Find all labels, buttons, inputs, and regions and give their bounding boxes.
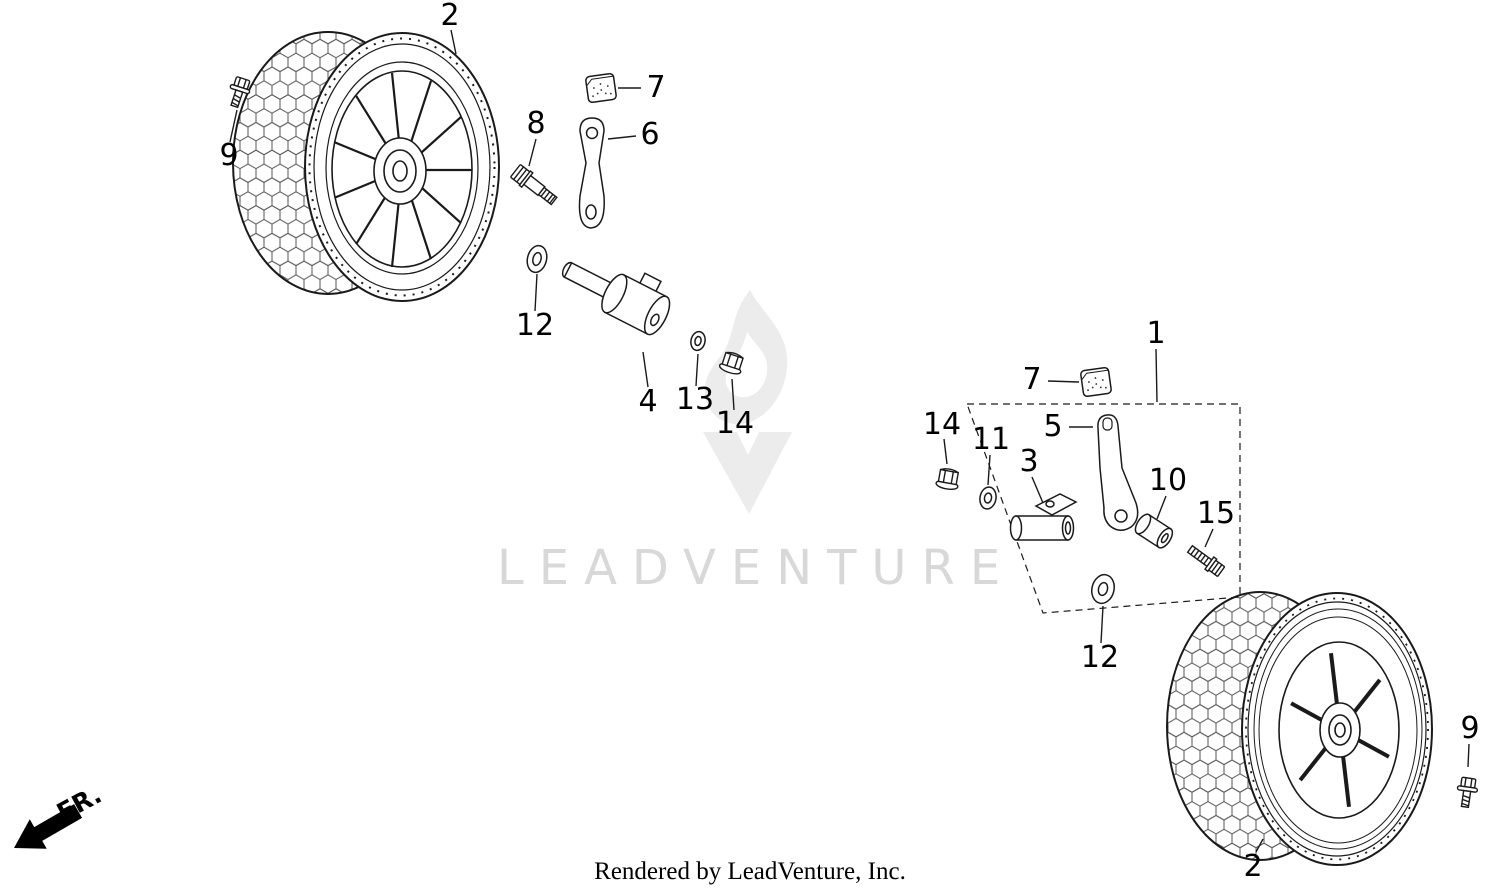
- part-label-1[interactable]: 1: [1146, 316, 1166, 351]
- part-label-12-rear[interactable]: 12: [1080, 640, 1120, 675]
- part-label-13[interactable]: 13: [675, 382, 715, 417]
- part-14-nut-rear: [934, 466, 962, 492]
- part-7-pad-rear: [1079, 366, 1113, 398]
- part-label-11[interactable]: 11: [971, 422, 1011, 457]
- part-label-9-front-bolt[interactable]: 9: [219, 138, 239, 173]
- part-label-14-front[interactable]: 14: [715, 406, 755, 441]
- part-label-6[interactable]: 6: [640, 117, 660, 152]
- part-13-washer: [690, 330, 706, 352]
- part-label-10[interactable]: 10: [1148, 463, 1188, 498]
- rear-wheel-hub: [1319, 702, 1361, 758]
- footer-credit: Rendered by LeadVenture, Inc.: [594, 858, 906, 885]
- front-wheel-part-2: [232, 31, 500, 302]
- part-4-pivot-housing: [561, 261, 671, 336]
- part-label-8[interactable]: 8: [526, 106, 546, 141]
- part-7-pad-front: [584, 72, 618, 104]
- part-label-7-rear-pad[interactable]: 7: [1022, 362, 1042, 397]
- part-label-3[interactable]: 3: [1019, 444, 1039, 479]
- part-1-assembly-boundary: [966, 403, 1241, 614]
- fr-direction-arrow: [14, 804, 83, 849]
- part-12-washer-front: [526, 244, 548, 274]
- part-label-15[interactable]: 15: [1196, 496, 1236, 531]
- watermark-text: LEADVENTURE: [497, 540, 1016, 596]
- part-label-9-rear-bolt[interactable]: 9: [1460, 711, 1480, 746]
- front-wheel-hub: [373, 137, 427, 205]
- leader-lines: [229, 29, 1470, 853]
- part-15-bolt: [1186, 544, 1225, 577]
- part-10-bushing: [1134, 513, 1174, 549]
- part-label-12-front[interactable]: 12: [515, 308, 555, 343]
- part-6-arm-plate: [578, 117, 605, 229]
- part-12-washer-rear: [1091, 573, 1115, 605]
- part-8-bolt: [510, 164, 558, 206]
- part-label-2-front-wheel[interactable]: 2: [440, 0, 460, 33]
- part-3-pivot-bracket: [1009, 493, 1078, 541]
- part-label-2-rear-wheel[interactable]: 2: [1243, 849, 1263, 884]
- part-5-adjuster-arm: [1097, 414, 1139, 531]
- part-11-washer: [979, 486, 997, 510]
- part-label-7-front-pad[interactable]: 7: [646, 70, 666, 105]
- part-label-4[interactable]: 4: [638, 384, 658, 419]
- rear-wheel-part-2: [1166, 591, 1433, 866]
- part-9-bolt-rear: [1454, 776, 1480, 809]
- watermark-logo: [703, 290, 792, 514]
- part-label-5[interactable]: 5: [1043, 409, 1063, 444]
- part-label-14-rear[interactable]: 14: [922, 407, 962, 442]
